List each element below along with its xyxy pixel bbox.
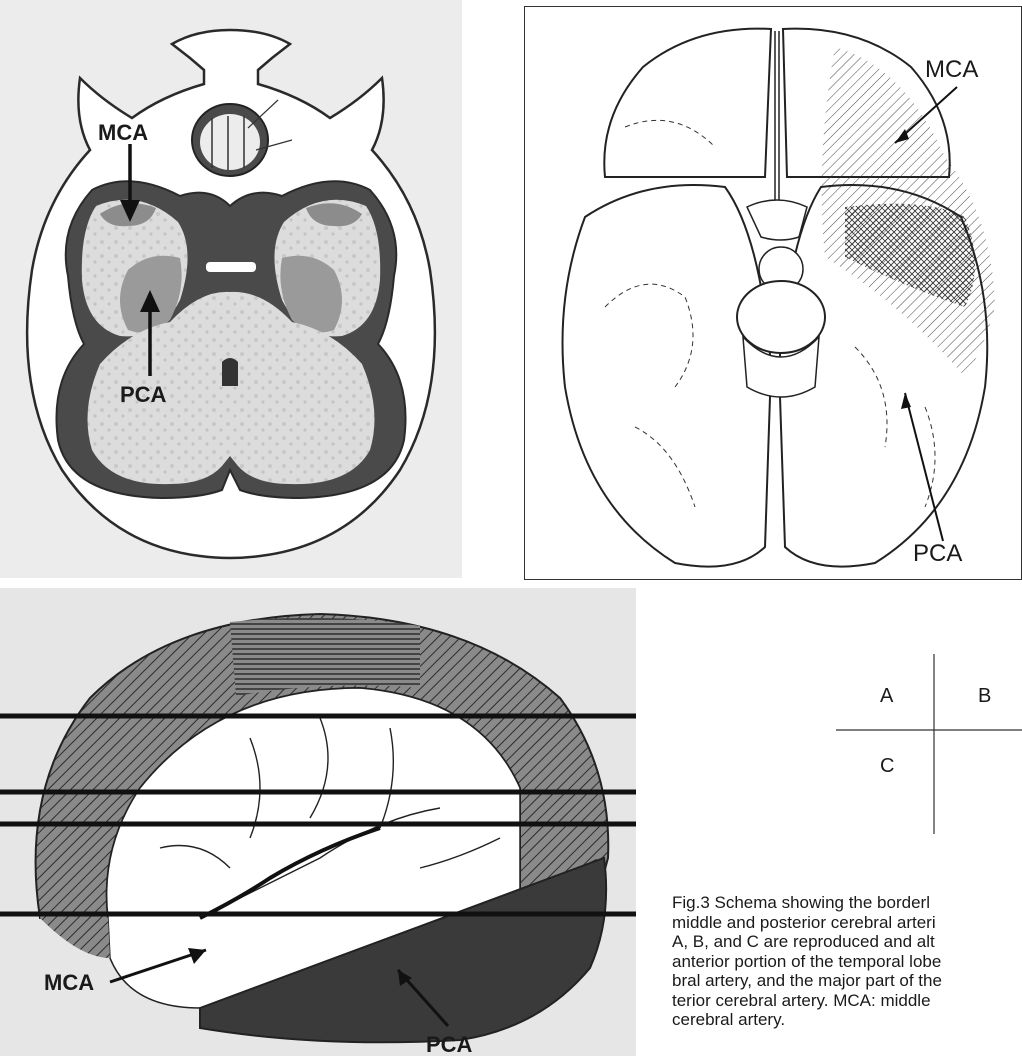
panel-b-basal-view: MCA PCA xyxy=(524,6,1022,580)
key-label-b: B xyxy=(978,685,991,707)
panel-c-lateral-view: MCA PCA xyxy=(0,588,636,1056)
panel-key-grid: A B C xyxy=(836,654,1022,834)
lateral-view-drawing: MCA PCA xyxy=(0,588,636,1056)
caption-line: middle and posterior cerebral arteri xyxy=(672,913,1022,933)
label-mca: MCA xyxy=(44,970,94,995)
axial-schema-drawing: MCA PCA xyxy=(0,0,462,578)
label-mca: MCA xyxy=(925,56,978,83)
caption-line: A, B, and C are reproduced and alt xyxy=(672,932,1022,952)
caption-line: Fig.3 Schema showing the borderl xyxy=(672,893,1022,913)
caption-line: cerebral artery. xyxy=(672,1010,1022,1030)
label-pca: PCA xyxy=(913,540,962,567)
panel-key: A B C xyxy=(836,654,1022,834)
caption-line: bral artery, and the major part of the xyxy=(672,971,1022,991)
key-label-c: C xyxy=(880,755,894,777)
label-pca: PCA xyxy=(120,382,167,407)
label-mca: MCA xyxy=(98,120,148,145)
label-pca: PCA xyxy=(426,1032,473,1056)
key-label-a: A xyxy=(880,685,894,707)
caption-line: terior cerebral artery. MCA: middle xyxy=(672,991,1022,1011)
basal-view-drawing: MCA PCA xyxy=(525,7,1021,579)
figure-caption: Fig.3 Schema showing the borderl middle … xyxy=(672,893,1022,1056)
panel-a-axial-schema: MCA PCA xyxy=(0,0,462,578)
caption-line: anterior portion of the temporal lobe xyxy=(672,952,1022,972)
